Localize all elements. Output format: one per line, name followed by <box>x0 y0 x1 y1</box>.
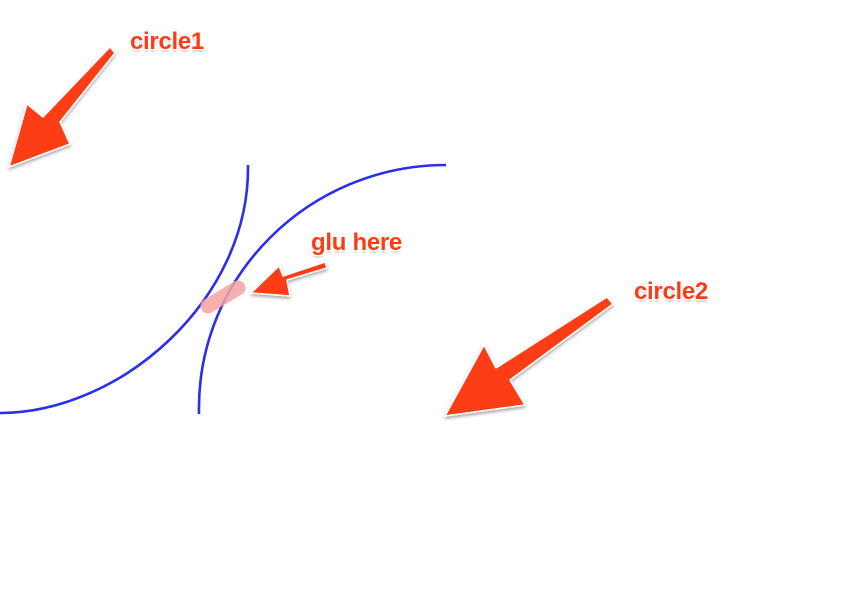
arrow-glu-icon <box>250 261 328 297</box>
circle1-arc <box>0 164 250 415</box>
glu-here-label: glu here <box>311 229 402 256</box>
circle2-arc <box>197 163 447 415</box>
arrow-circle1-icon <box>8 46 116 168</box>
circle2-label: circle2 <box>634 278 708 305</box>
glue-contact-highlight <box>200 280 246 314</box>
circle1-label: circle1 <box>130 28 204 55</box>
arrow-circle2-icon <box>444 296 614 417</box>
